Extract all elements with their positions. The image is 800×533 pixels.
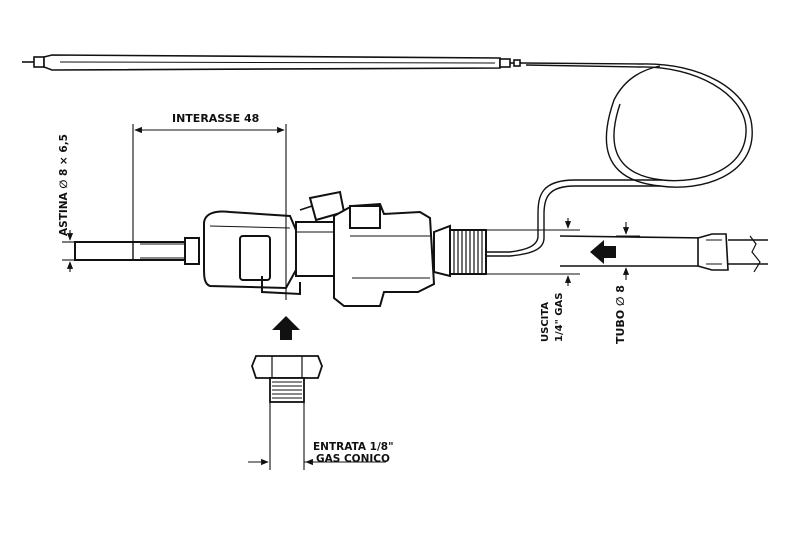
inlet-flow-arrow [272, 316, 300, 340]
uscita-label-line2: 1/4" GAS [554, 293, 565, 342]
valve-body [74, 190, 487, 307]
outlet-thread [453, 230, 483, 274]
tubo-label: TUBO ∅ 8 [614, 285, 627, 344]
outlet-tube [559, 233, 768, 273]
entrata-label-line2: GAS CONICO [316, 453, 390, 465]
capillary-tube [485, 62, 753, 257]
astina-label: ASTINA ∅ 8 × 6,5 [58, 134, 70, 236]
inlet-fitting [251, 355, 323, 403]
dimension-lines [62, 124, 640, 470]
flow-arrows [272, 240, 616, 340]
sensing-bulb [22, 54, 522, 71]
interasse-label: INTERASSE 48 [172, 112, 259, 125]
entrata-label-line1: ENTRATA 1/8" [313, 441, 394, 453]
uscita-label-line1: USCITA [540, 302, 551, 342]
outlet-flow-arrow [590, 240, 616, 264]
